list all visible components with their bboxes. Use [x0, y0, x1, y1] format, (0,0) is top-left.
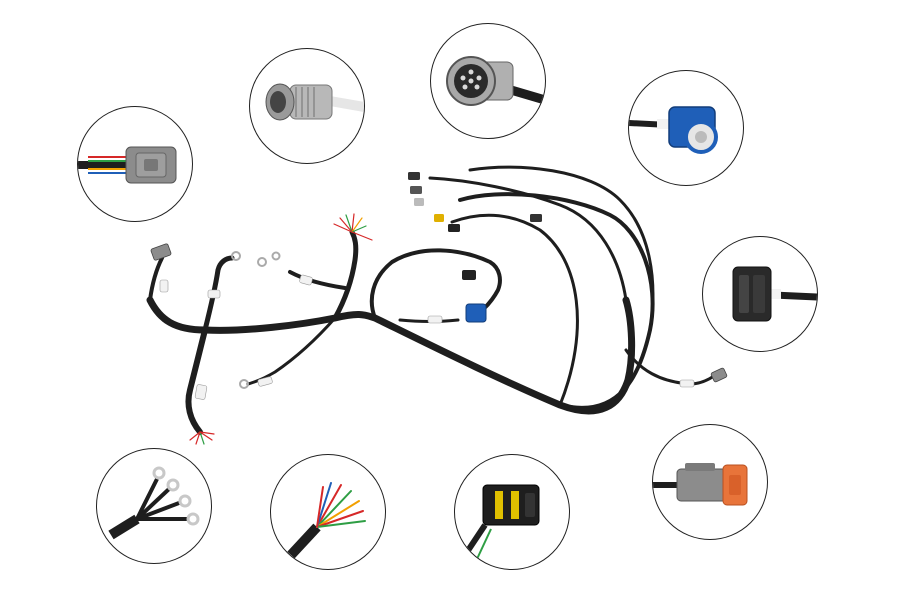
- grey-deutsch-connector-callout: [77, 106, 193, 222]
- harness-far-left-branch: [148, 256, 164, 302]
- black-superseal-connector-icon: [462, 484, 540, 560]
- loose-wires-icon: [287, 482, 366, 559]
- blue-connector: [465, 303, 487, 323]
- small-grey-connector-right: [710, 367, 728, 383]
- small-grey-plug: [150, 243, 172, 261]
- ring-terminal: [231, 251, 241, 261]
- harness-main-trunk: [146, 296, 636, 415]
- top-connector-yellow: [434, 214, 444, 222]
- black-small-connector: [462, 270, 476, 280]
- ring-terminal: [271, 251, 281, 261]
- ring-terminal-icon: [108, 466, 200, 540]
- harness-center-vertical: [332, 229, 359, 321]
- black-superseal-connector-callout: [454, 454, 570, 570]
- top-connector: [410, 186, 422, 194]
- harness-top-branch: [288, 270, 347, 290]
- harness-blue-connector-loop: [369, 248, 502, 320]
- loose-colored-wires-callout: [270, 454, 386, 570]
- circular-socket-callout: [430, 23, 546, 139]
- orange-deutsch-connector-icon: [653, 463, 748, 506]
- metal-circular-plug-icon: [265, 83, 364, 121]
- ring-terminal: [239, 379, 249, 389]
- ring-terminal: [257, 257, 267, 267]
- black-sensor-connector-callout: [702, 236, 818, 352]
- top-connector: [448, 224, 460, 232]
- label-bands: [159, 274, 695, 400]
- black-sensor-connector-icon: [732, 266, 817, 322]
- metal-circular-plug-callout: [249, 48, 365, 164]
- top-connector: [408, 172, 420, 180]
- harness-upper-branch-2: [468, 165, 655, 332]
- blue-sealed-connector-callout: [628, 70, 744, 186]
- wire-fanouts: [189, 213, 373, 445]
- blue-sealed-connector-icon: [629, 106, 718, 154]
- harness-left-drop: [185, 327, 208, 435]
- harness-ring-terminal-lead: [246, 316, 337, 386]
- grey-multi-pin-connector-icon: [78, 146, 177, 184]
- ring-terminals-callout: [96, 448, 212, 564]
- top-connector: [530, 214, 542, 222]
- circular-socket-icon: [446, 56, 545, 106]
- harness-upper-branch-1: [428, 176, 628, 302]
- harness-left-vertical: [202, 255, 235, 333]
- harness-endpoints: [150, 172, 728, 389]
- top-connector: [414, 198, 424, 206]
- harness-upper-branch-3: [450, 213, 579, 407]
- orange-deutsch-connector-callout: [652, 424, 768, 540]
